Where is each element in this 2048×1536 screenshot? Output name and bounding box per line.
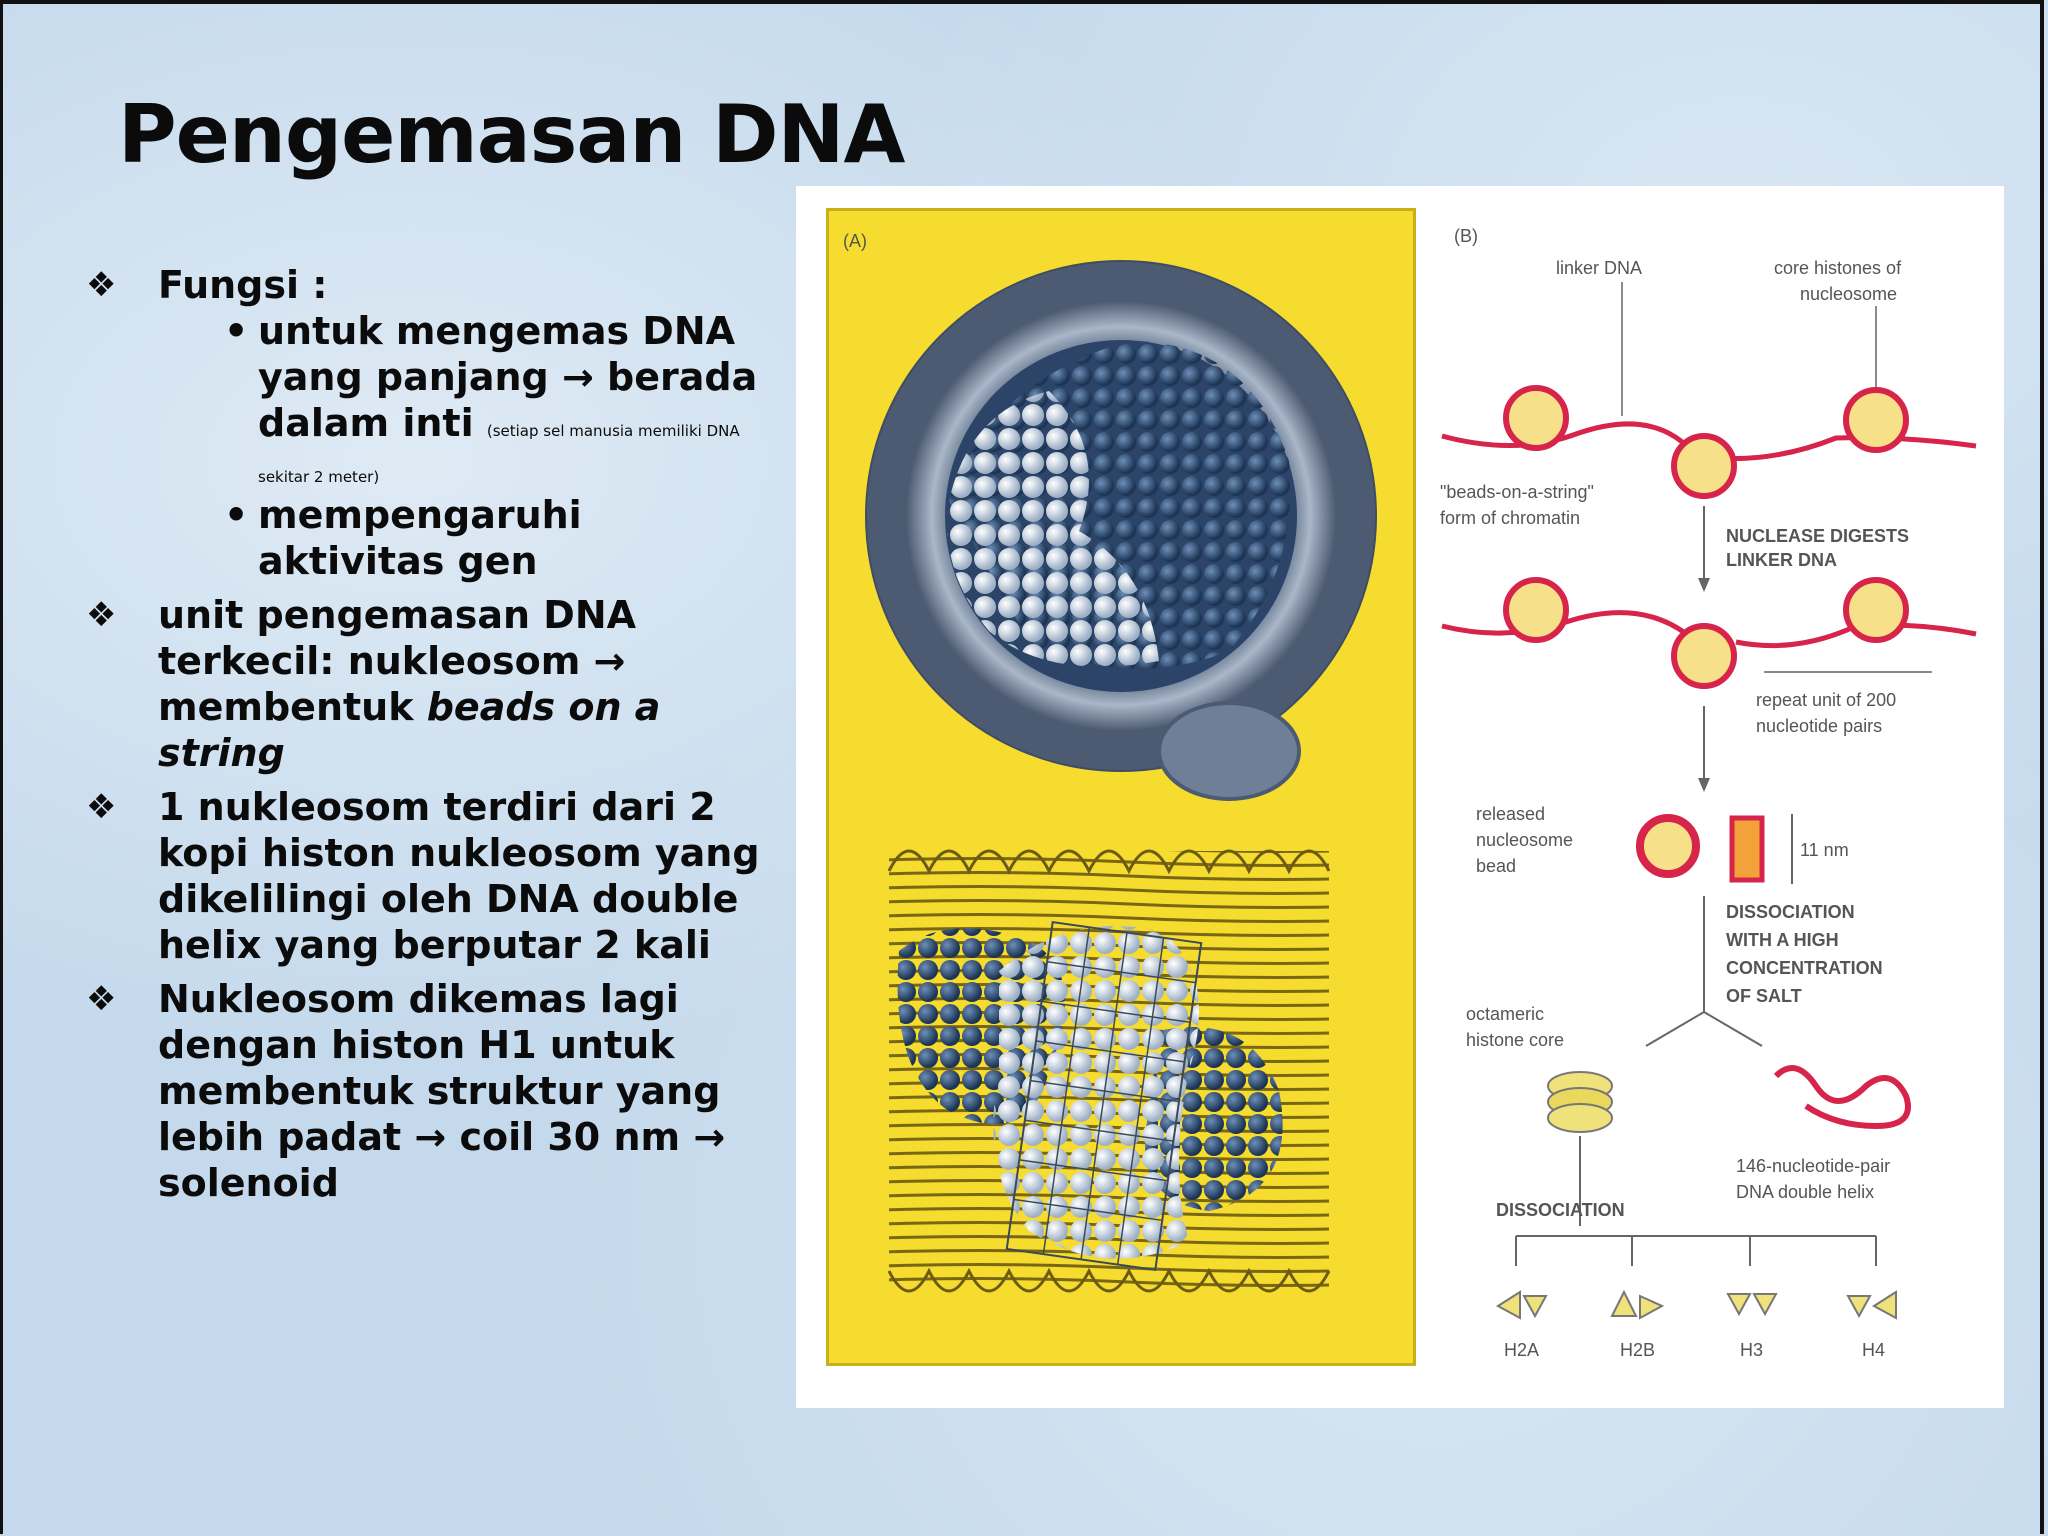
label-beads-on-string: "beads-on-a-string" bbox=[1440, 482, 1594, 502]
label-h3: H3 bbox=[1740, 1340, 1763, 1360]
label-dissociation: DISSOCIATION bbox=[1496, 1200, 1625, 1220]
histone-h2a-shape bbox=[1496, 1290, 1548, 1320]
label-released-bead-2: nucleosome bbox=[1476, 830, 1573, 850]
label-h4: H4 bbox=[1862, 1340, 1885, 1360]
panel-b-label: (B) bbox=[1454, 226, 1478, 246]
label-dissociation-salt-3: CONCENTRATION bbox=[1726, 958, 1883, 978]
dot-bullet-icon: • bbox=[224, 309, 249, 353]
sub-bullet-list: • untuk mengemas DNA yang panjang → bera… bbox=[158, 308, 776, 584]
label-octameric-core-2: histone core bbox=[1466, 1030, 1564, 1050]
slide-title: Pengemasan DNA bbox=[118, 88, 905, 181]
nucleosome-side-view bbox=[1729, 815, 1765, 883]
label-released-bead: released bbox=[1476, 804, 1545, 824]
label-core-histones: core histones of bbox=[1774, 258, 1902, 278]
diamond-bullet-icon: ❖ bbox=[86, 787, 117, 827]
label-linker-dna: linker DNA bbox=[1556, 258, 1642, 278]
released-nucleosome bbox=[1636, 814, 1700, 878]
bullet-text: 1 nukleosom terdiri dari 2 kopi histon n… bbox=[158, 785, 760, 967]
bullet-text: Nukleosom dikemas lagi dengan histon H1 … bbox=[158, 977, 726, 1205]
label-146-np-dna: 146-nucleotide-pair bbox=[1736, 1156, 1890, 1176]
nucleosome-bead bbox=[1671, 433, 1737, 499]
nucleosome-model-illustration: (A) bbox=[843, 231, 1377, 1293]
label-11nm: 11 nm bbox=[1800, 840, 1849, 860]
bullet-item: ❖ unit pengemasan DNA terkecil: nukleoso… bbox=[86, 592, 776, 776]
diamond-bullet-icon: ❖ bbox=[86, 595, 117, 635]
label-repeat-unit-2: nucleotide pairs bbox=[1756, 716, 1882, 736]
label-nuclease: NUCLEASE DIGESTS bbox=[1726, 526, 1909, 546]
bullet-list: ❖ Fungsi : • untuk mengemas DNA yang pan… bbox=[86, 262, 776, 1214]
bullet-text: Fungsi : bbox=[158, 263, 328, 307]
label-146-np-dna-2: DNA double helix bbox=[1736, 1182, 1874, 1202]
bullet-item: ❖ Nukleosom dikemas lagi dengan histon H… bbox=[86, 976, 776, 1206]
free-dna-helix bbox=[1773, 1065, 1911, 1130]
nucleosome-bead bbox=[1671, 623, 1737, 689]
nucleosome-figure: (A) (B) bbox=[796, 186, 2004, 1408]
label-dissociation-salt-4: OF SALT bbox=[1726, 986, 1802, 1006]
dot-bullet-icon: • bbox=[224, 493, 249, 537]
bullet-text: unit pengemasan DNA terkecil: nukleosom … bbox=[158, 593, 637, 729]
panel-b-schematic: (B) linker DNA core histones of nucleoso… bbox=[1440, 226, 1977, 1360]
label-beads-on-string-2: form of chromatin bbox=[1440, 508, 1580, 528]
diamond-bullet-icon: ❖ bbox=[86, 265, 117, 305]
label-released-bead-3: bead bbox=[1476, 856, 1516, 876]
bullet-text-italic: beads on a string bbox=[158, 685, 661, 775]
panel-a-label: (A) bbox=[843, 231, 867, 251]
histone-h4-shape bbox=[1846, 1290, 1897, 1320]
sub-bullet-note: (setiap sel manusia memiliki DNA sekitar… bbox=[258, 422, 740, 486]
sub-bullet-item: • mempengaruhi aktivitas gen bbox=[224, 492, 776, 584]
label-repeat-unit: repeat unit of 200 bbox=[1756, 690, 1896, 710]
nucleosome-bead bbox=[1843, 577, 1909, 643]
bullet-item: ❖ 1 nukleosom terdiri dari 2 kopi histon… bbox=[86, 784, 776, 968]
panel-a-nucleosome-model: (A) bbox=[826, 208, 1416, 1366]
diamond-bullet-icon: ❖ bbox=[86, 979, 117, 1019]
nucleosome-bead bbox=[1843, 387, 1909, 453]
histone-h3-shape bbox=[1726, 1293, 1778, 1317]
label-core-histones-2: nucleosome bbox=[1800, 284, 1897, 304]
label-dissociation-salt: DISSOCIATION bbox=[1726, 902, 1855, 922]
sub-bullet-text: untuk mengemas DNA yang panjang → berada… bbox=[258, 309, 758, 445]
nucleosome-bead bbox=[1503, 385, 1569, 451]
label-h2b: H2B bbox=[1620, 1340, 1655, 1360]
bullet-item: ❖ Fungsi : • untuk mengemas DNA yang pan… bbox=[86, 262, 776, 584]
sub-bullet-text: mempengaruhi aktivitas gen bbox=[258, 493, 582, 583]
histone-h2b-shape bbox=[1610, 1289, 1665, 1320]
label-dissociation-salt-2: WITH A HIGH bbox=[1726, 930, 1839, 950]
label-nuclease-2: LINKER DNA bbox=[1726, 550, 1837, 570]
nucleosome-bead bbox=[1503, 577, 1569, 643]
sub-bullet-item: • untuk mengemas DNA yang panjang → bera… bbox=[224, 308, 776, 492]
label-octameric-core: octameric bbox=[1466, 1004, 1544, 1024]
label-h2a: H2A bbox=[1504, 1340, 1539, 1360]
